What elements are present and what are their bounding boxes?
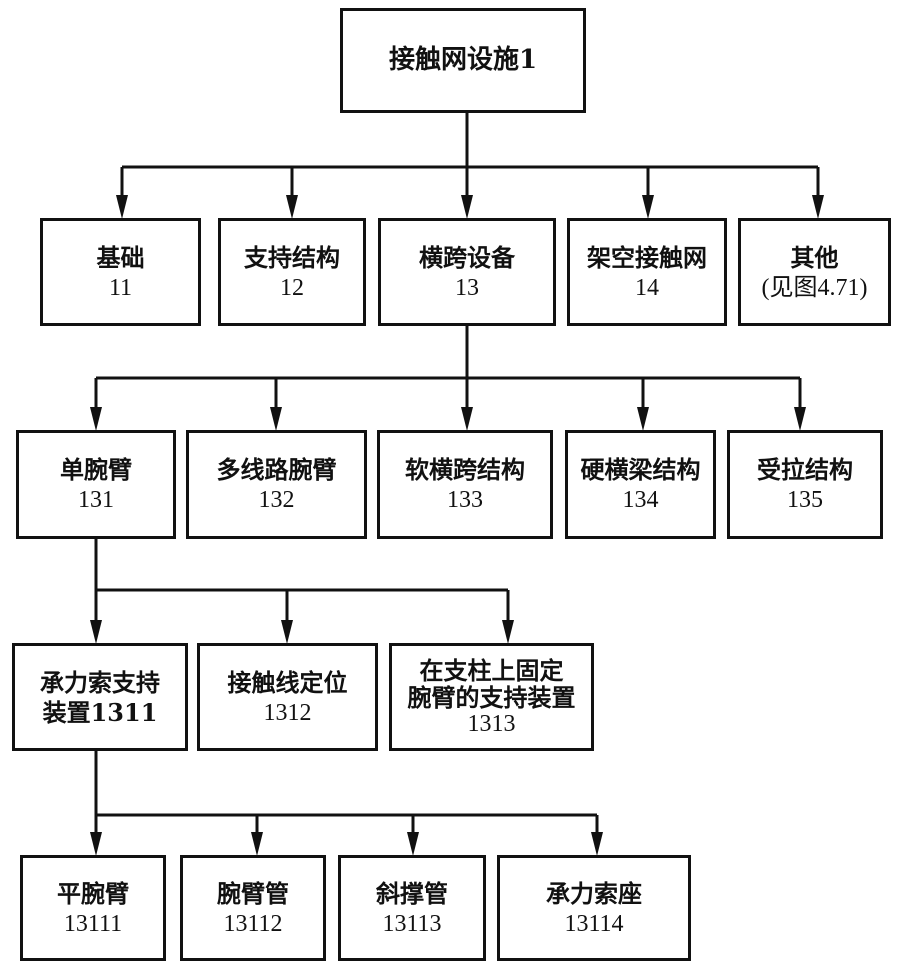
arrow-down-icon: [270, 407, 282, 431]
node-code: 13111: [63, 910, 123, 937]
node-multi-track-cantilever: 多线路腕臂 132: [186, 430, 367, 539]
node-horizontal-cantilever: 平腕臂 13111: [20, 855, 166, 961]
node-contact-wire-registration: 接触线定位 1312: [197, 643, 378, 751]
node-code: 132: [258, 487, 295, 513]
node-single-cantilever: 单腕臂 131: [16, 430, 176, 539]
arrow-down-icon: [591, 832, 603, 856]
node-label: 架空接触网: [587, 242, 707, 272]
arrow-down-icon: [281, 620, 293, 644]
arrow-down-icon: [286, 195, 298, 219]
node-label: 斜撑管: [376, 878, 448, 908]
node-flexible-cross-span: 软横跨结构 133: [377, 430, 553, 539]
arrow-down-icon: [637, 407, 649, 431]
node-overhead-contact-line: 架空接触网 14: [567, 218, 727, 326]
node-cross-span-equipment: 横跨设备 13: [378, 218, 556, 326]
node-catenary-support-device: 承力索支持 装置1311: [12, 643, 188, 751]
node-code: 1313: [467, 711, 516, 737]
node-root-overhead-contact-facility: 接触网设施1: [340, 8, 586, 113]
node-code: 134: [622, 487, 659, 513]
node-label: 其他: [790, 242, 839, 272]
node-other: 其他 (见图4.71): [738, 218, 891, 326]
node-code: 133: [447, 487, 483, 513]
arrow-down-icon: [794, 407, 806, 431]
node-label: 在支柱上固定 腕臂的支持装置: [407, 656, 576, 712]
node-code: 装置1311: [42, 697, 158, 727]
arrow-down-icon: [461, 407, 473, 431]
node-code: 135: [787, 487, 823, 513]
node-code: 13113: [382, 910, 442, 937]
node-code: 12: [280, 274, 304, 301]
node-rigid-cross-beam: 硬横梁结构 134: [565, 430, 716, 539]
node-label: 接触线定位: [227, 667, 348, 697]
node-tension-structure: 受拉结构 135: [727, 430, 883, 539]
arrow-down-icon: [90, 620, 102, 644]
node-diagonal-brace-tube: 斜撑管 13113: [338, 855, 486, 961]
node-label: 腕臂管: [217, 878, 289, 908]
node-support-structure: 支持结构 12: [218, 218, 366, 326]
node-label: 承力索座: [546, 878, 642, 908]
node-label: 多线路腕臂: [216, 455, 337, 484]
arrow-down-icon: [502, 620, 514, 644]
node-label: 承力索支持: [40, 667, 160, 697]
arrow-down-icon: [90, 407, 102, 431]
node-code: 13112: [223, 910, 283, 937]
node-code: 11: [108, 274, 133, 301]
node-label: 支持结构: [244, 242, 340, 272]
arrow-down-icon: [251, 832, 263, 856]
node-label: 硬横梁结构: [580, 455, 701, 484]
node-cantilever-tube: 腕臂管 13112: [180, 855, 326, 961]
node-code: 131: [78, 487, 114, 513]
node-label: 基础: [96, 242, 145, 272]
node-label: 横跨设备: [419, 242, 515, 272]
node-label: 接触网设施1: [388, 45, 538, 75]
node-code: (见图4.71): [761, 274, 868, 301]
node-foundation: 基础 11: [40, 218, 201, 326]
node-catenary-seat: 承力索座 13114: [497, 855, 691, 961]
arrow-down-icon: [407, 832, 419, 856]
node-label: 软横跨结构: [405, 455, 525, 484]
arrow-down-icon: [90, 832, 102, 856]
node-label: 单腕臂: [60, 455, 132, 484]
arrow-down-icon: [812, 195, 824, 219]
node-code: 14: [635, 274, 659, 301]
node-code: 13: [455, 274, 479, 301]
arrow-down-icon: [461, 195, 473, 219]
arrow-down-icon: [116, 195, 128, 219]
node-code: 1312: [263, 699, 312, 726]
node-label: 受拉结构: [757, 455, 853, 484]
node-label: 平腕臂: [57, 878, 129, 908]
node-cantilever-mast-support: 在支柱上固定 腕臂的支持装置 1313: [389, 643, 594, 751]
arrow-down-icon: [642, 195, 654, 219]
node-code: 13114: [564, 910, 624, 937]
